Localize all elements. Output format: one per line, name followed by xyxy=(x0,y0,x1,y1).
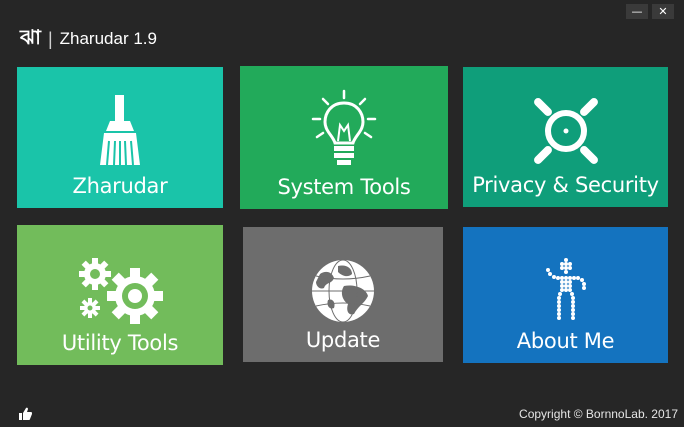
tile-label: Zharudar xyxy=(72,174,168,198)
tile-label: Privacy & Security xyxy=(472,173,659,197)
gears-icon xyxy=(75,241,165,337)
copyright-text: Copyright © BornnoLab. 2017 xyxy=(519,407,678,421)
tile-about-me[interactable]: About Me xyxy=(463,227,668,363)
minimize-button[interactable]: — xyxy=(626,4,648,19)
window-controls: — ✕ xyxy=(626,4,674,19)
tile-label: About Me xyxy=(516,329,615,353)
tile-update[interactable]: Update xyxy=(243,227,443,362)
thumbs-up-icon[interactable] xyxy=(18,407,32,426)
shield-lens-icon xyxy=(528,83,604,179)
tile-label: Update xyxy=(305,328,381,352)
tile-label: Utility Tools xyxy=(61,331,179,355)
tile-zharudar[interactable]: Zharudar xyxy=(17,67,223,208)
globe-icon xyxy=(308,243,378,339)
title-bar: ঝা | Zharudar 1.9 xyxy=(20,25,157,52)
tile-system-tools[interactable]: System Tools xyxy=(240,66,448,209)
tile-privacy-security[interactable]: Privacy & Security xyxy=(463,67,668,207)
person-icon xyxy=(544,243,588,339)
lightbulb-icon xyxy=(309,82,379,178)
tile-label: System Tools xyxy=(277,175,411,199)
status-bar: Copyright © BornnoLab. 2017 xyxy=(0,403,684,427)
close-button[interactable]: ✕ xyxy=(652,4,674,19)
broom-icon xyxy=(90,83,150,179)
app-logo: ঝা xyxy=(20,24,41,49)
title-separator: | xyxy=(47,28,53,49)
tile-utility-tools[interactable]: Utility Tools xyxy=(17,225,223,365)
app-title: Zharudar 1.9 xyxy=(59,29,157,48)
